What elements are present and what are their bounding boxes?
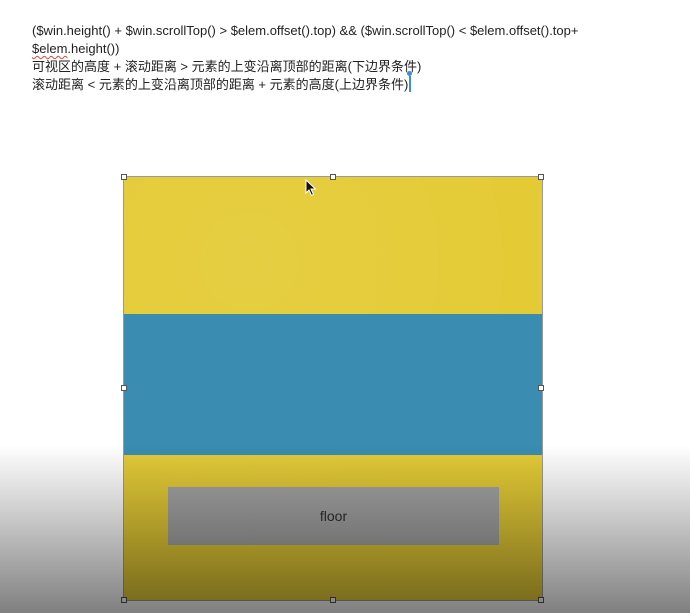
- floor-element[interactable]: floor: [168, 487, 499, 545]
- resize-handle-middle-right[interactable]: [538, 385, 544, 391]
- document-text[interactable]: ($win.height() + $win.scrollTop() > $ele…: [32, 22, 672, 94]
- resize-handle-middle-left[interactable]: [121, 385, 127, 391]
- selected-shape-canvas[interactable]: floor: [123, 176, 543, 601]
- text-caret-icon: [407, 71, 413, 92]
- resize-handle-top-center[interactable]: [330, 174, 336, 180]
- resize-handle-bottom-center[interactable]: [330, 597, 336, 603]
- condition-code-line-2[interactable]: $elem.height()): [32, 40, 672, 58]
- upper-bound-condition-line[interactable]: 滚动距离 < 元素的上变沿离顶部的距离 + 元素的高度(上边界条件): [32, 71, 672, 94]
- viewport-band[interactable]: [124, 314, 542, 455]
- code-continuation: .height()): [67, 41, 120, 56]
- upper-bound-text: 滚动距离 < 元素的上变沿离顶部的距离 + 元素的高度(上边界条件): [32, 77, 409, 92]
- floor-label: floor: [319, 508, 348, 524]
- condition-code-line-1[interactable]: ($win.height() + $win.scrollTop() > $ele…: [32, 23, 579, 38]
- lower-bound-condition-line[interactable]: 可视区的高度 + 滚动距离 > 元素的上变沿离顶部的距离(下边界条件): [32, 59, 422, 74]
- resize-handle-bottom-right[interactable]: [538, 597, 544, 603]
- misspelled-word: $elem: [32, 41, 68, 56]
- mouse-cursor-icon: [305, 179, 317, 197]
- resize-handle-top-left[interactable]: [121, 174, 127, 180]
- resize-handle-bottom-left[interactable]: [121, 597, 127, 603]
- resize-handle-top-right[interactable]: [538, 174, 544, 180]
